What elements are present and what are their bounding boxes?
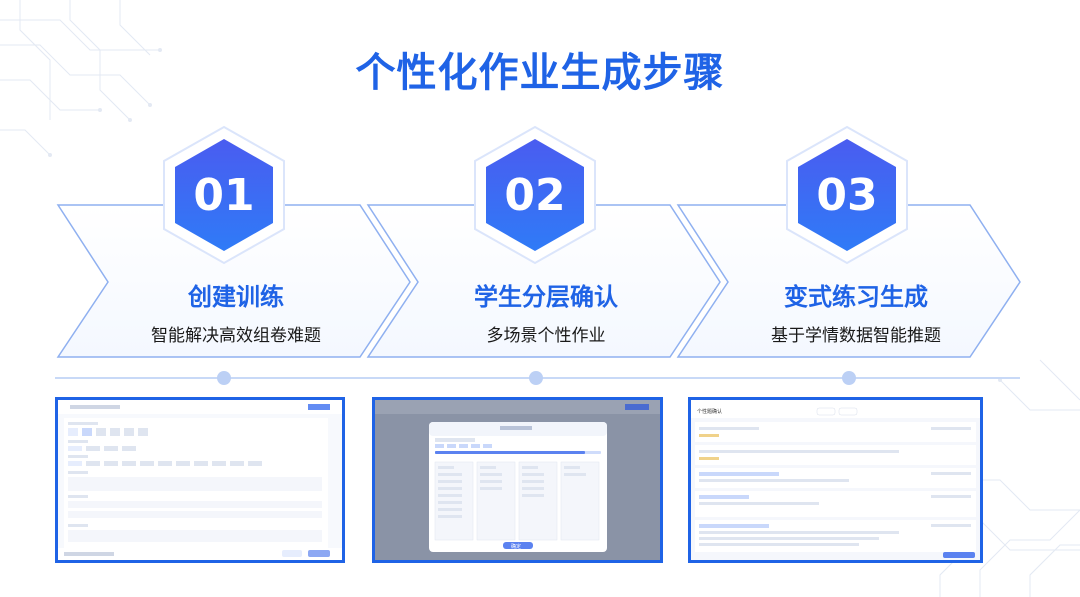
student-tier-confirm-screenshot: 确定 — [372, 397, 663, 563]
create-training-screenshot — [55, 397, 345, 563]
step-2-hexagon-badge: 02 — [470, 125, 600, 265]
step-2-number: 02 — [504, 169, 566, 221]
step-1-subtitle: 智能解决高效组卷难题 — [151, 326, 321, 346]
step-1-title: 创建训练 — [188, 283, 284, 311]
step-2-subtitle: 多场景个性作业 — [486, 326, 606, 346]
step-3-chevron — [676, 204, 1021, 358]
step-2-title: 学生分层确认 — [474, 283, 618, 311]
step-3-hexagon-badge: 03 — [782, 125, 912, 265]
step-1-number: 01 — [193, 169, 255, 221]
timeline-dot-2 — [529, 371, 543, 385]
timeline-dot-3 — [842, 371, 856, 385]
step-3-number: 03 — [816, 169, 878, 221]
step-3-title: 变式练习生成 — [784, 283, 928, 311]
timeline-dot-1 — [217, 371, 231, 385]
variant-screen-heading: 个性题确认 — [697, 409, 723, 415]
modal-confirm-button[interactable]: 确定 — [511, 544, 522, 550]
variant-practice-screenshot: 个性题确认 — [688, 397, 983, 563]
step-2-chevron — [366, 204, 721, 358]
step-1-hexagon-badge: 01 — [159, 125, 289, 265]
page-title: 个性化作业生成步骤 — [355, 50, 725, 96]
step-3-subtitle: 基于学情数据智能推题 — [771, 326, 941, 346]
step-1-chevron — [56, 204, 411, 358]
